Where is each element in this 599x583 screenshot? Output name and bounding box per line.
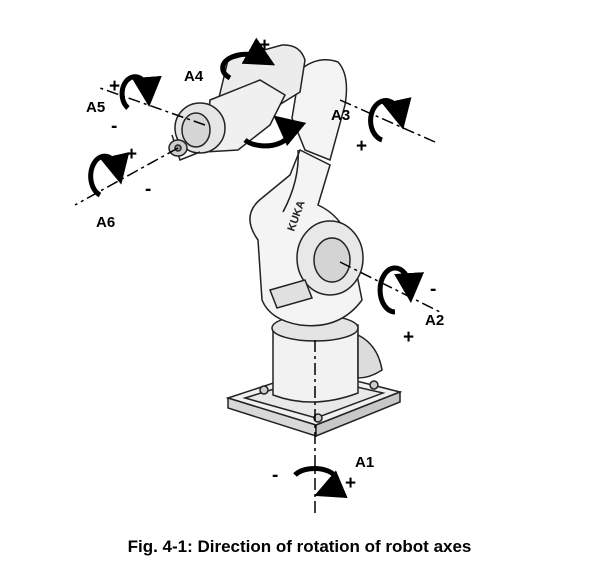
a4-plus-sign: +: [259, 35, 271, 56]
axis-label-a3: A3: [331, 107, 351, 124]
rotation-arrows: [88, 37, 425, 498]
a1-rotation-icon: [293, 466, 348, 498]
a3-rotation-icon: [368, 97, 412, 143]
robot-lower-arm: KUKA: [249, 148, 364, 327]
a1-minus-sign: -: [272, 465, 279, 486]
axis-label-a5: A5: [86, 99, 106, 116]
axis-label-a4: A4: [184, 68, 204, 85]
figure-caption: Fig. 4-1: Direction of rotation of robot…: [127, 537, 472, 556]
a4-minus-sign: -: [286, 126, 293, 147]
a2-plus-sign: +: [403, 327, 415, 348]
a6-rotation-icon: [88, 152, 130, 198]
a3-minus-sign: -: [405, 89, 412, 110]
a5-rotation-icon: [119, 74, 162, 110]
a4-rotation-icon: [220, 37, 276, 81]
axis-label-a1: A1: [355, 454, 375, 471]
a4-secondary-rotation-icon: [243, 115, 307, 149]
a5-minus-sign: -: [111, 116, 118, 137]
a2-rotation-icon: [377, 265, 425, 315]
a6-plus-sign: +: [126, 144, 138, 165]
a6-minus-sign: -: [145, 179, 152, 200]
a3-plus-sign: +: [356, 136, 368, 157]
a5-plus-sign: +: [109, 76, 121, 97]
a1-plus-sign: +: [345, 473, 357, 494]
axis-label-a6: A6: [96, 214, 116, 231]
robot-upper-arm: [168, 44, 348, 162]
a2-minus-sign: -: [430, 279, 437, 300]
axis-label-a2: A2: [425, 312, 445, 329]
